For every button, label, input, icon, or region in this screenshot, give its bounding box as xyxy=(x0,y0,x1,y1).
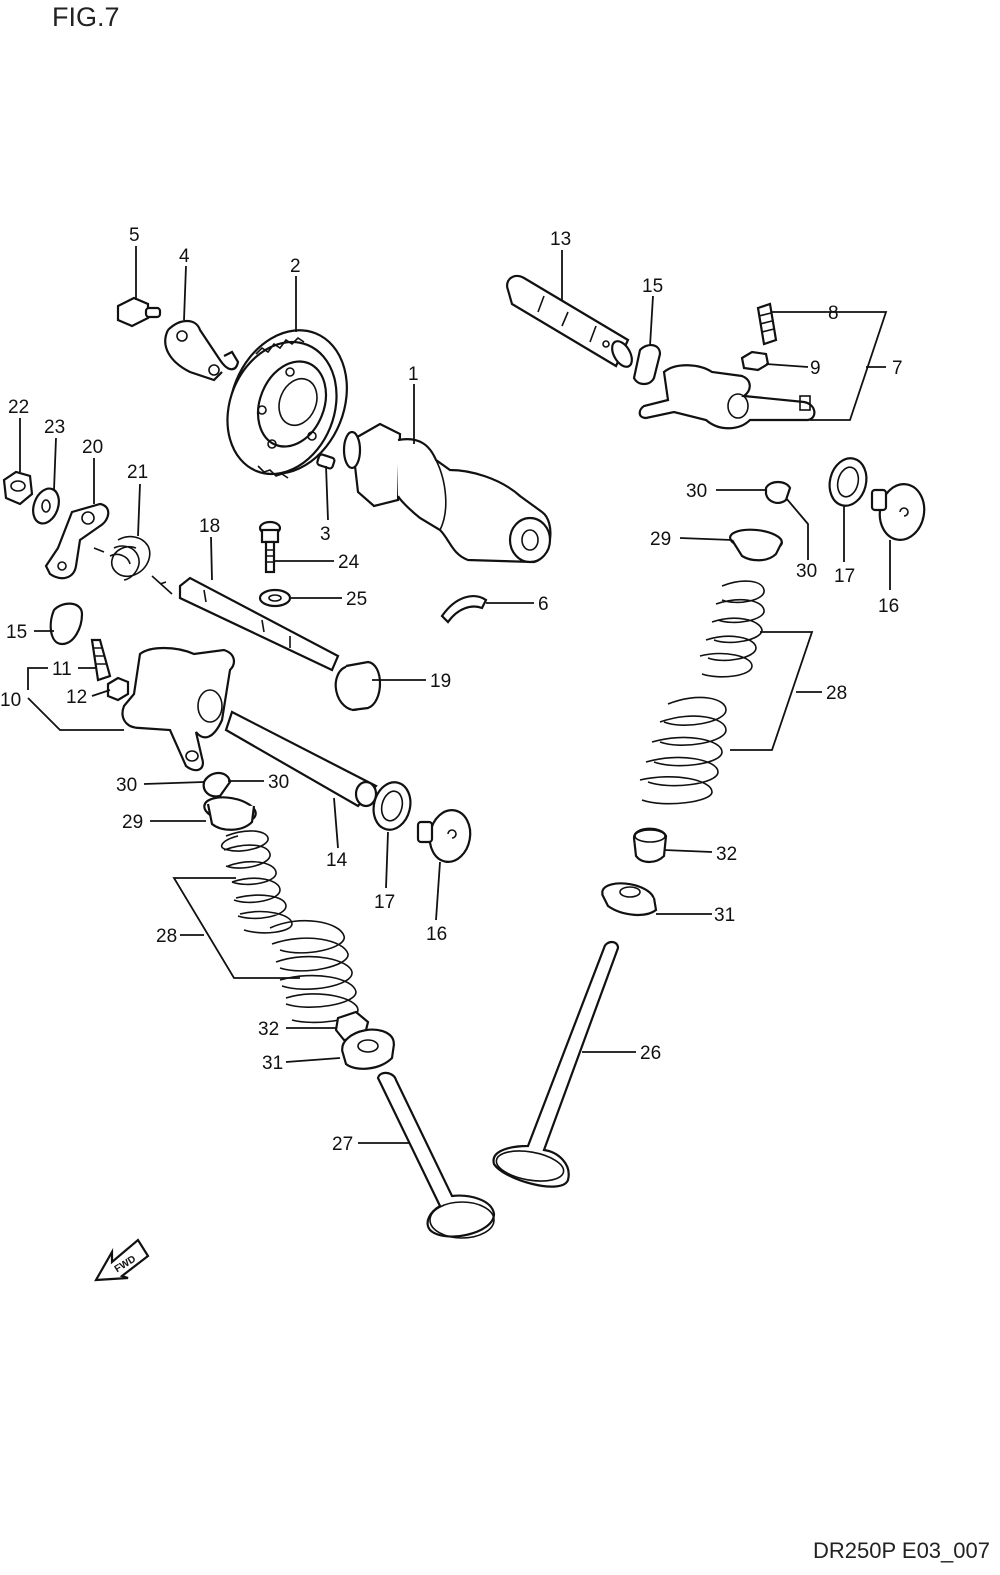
part-18-rocker-shaft xyxy=(178,576,340,672)
callout-17-left: 17 xyxy=(374,892,395,913)
part-25-washer xyxy=(258,588,292,608)
callout-30-d: 30 xyxy=(796,561,817,582)
part-14-tube xyxy=(224,710,378,808)
part-26-valve-right xyxy=(492,940,620,1188)
drawing-code: DR250P E03_007 xyxy=(813,1538,990,1563)
part-11-adjuster-screw xyxy=(90,638,112,682)
callout-30-b: 30 xyxy=(268,772,289,793)
callout-30-a: 30 xyxy=(116,775,137,796)
callout-16-left: 16 xyxy=(426,924,447,945)
callout-1: 1 xyxy=(408,364,419,385)
callout-14: 14 xyxy=(326,850,348,871)
callout-7: 7 xyxy=(892,358,903,379)
callout-32-left: 32 xyxy=(258,1019,279,1040)
part-8-adjuster-screw xyxy=(756,302,778,346)
part-15-shim-left xyxy=(49,602,84,646)
callout-18: 18 xyxy=(199,516,220,537)
part-30-cotters-left xyxy=(202,771,232,798)
part-13-rocker-shaft-right xyxy=(506,274,633,368)
callout-32-right: 32 xyxy=(716,844,737,865)
part-2-cam-sprocket xyxy=(226,329,348,479)
part-28-valve-springs-left xyxy=(220,830,359,1024)
part-6-clip xyxy=(440,595,488,624)
callout-16-right: 16 xyxy=(878,596,899,617)
part-7-rocker-arm-right xyxy=(638,364,816,430)
callout-22: 22 xyxy=(8,397,29,418)
part-3-key xyxy=(316,453,336,470)
callout-12: 12 xyxy=(66,687,87,708)
callout-10: 10 xyxy=(0,690,21,711)
part-31-spring-seat-left xyxy=(340,1028,396,1070)
part-17-seal-ring-right xyxy=(828,457,868,507)
part-15-shim-right xyxy=(632,344,662,386)
part-23-washer xyxy=(32,487,60,525)
callout-28-right: 28 xyxy=(826,683,847,704)
part-16-cap-right xyxy=(870,483,926,541)
callout-labels: 5 4 2 1 3 6 13 15 8 9 7 22 23 20 21 18 2… xyxy=(0,225,903,1155)
part-31-spring-seat-right xyxy=(601,882,658,916)
part-9-nut xyxy=(740,350,770,372)
callout-11: 11 xyxy=(52,659,72,680)
fwd-arrow-icon: FWD xyxy=(94,1238,150,1282)
part-29-retainer-right xyxy=(729,528,783,562)
leader-lines xyxy=(19,246,891,1144)
callout-29-right: 29 xyxy=(650,529,671,550)
callout-28-left: 28 xyxy=(156,926,177,947)
callout-13: 13 xyxy=(550,229,571,250)
part-30-cotters-right xyxy=(764,480,792,504)
callout-17-right: 17 xyxy=(834,566,855,587)
part-12-nut xyxy=(106,676,130,702)
callout-31-left: 31 xyxy=(262,1053,283,1074)
part-19-seal xyxy=(334,660,381,712)
part-32-seal-right xyxy=(632,827,668,864)
callout-4: 4 xyxy=(179,246,190,267)
callout-20: 20 xyxy=(82,437,103,458)
callout-9: 9 xyxy=(810,358,821,379)
callout-2: 2 xyxy=(290,256,301,277)
part-10-rocker-arm-left xyxy=(121,646,236,772)
callout-21: 21 xyxy=(127,462,148,483)
part-27-valve-left xyxy=(376,1071,496,1239)
callout-25: 25 xyxy=(346,589,367,610)
callout-29-left: 29 xyxy=(122,812,143,833)
callout-24: 24 xyxy=(338,552,360,573)
part-5-bolt xyxy=(116,296,162,328)
callout-27: 27 xyxy=(332,1134,353,1155)
part-16-cap-left xyxy=(416,809,472,863)
part-4-bracket xyxy=(164,319,240,382)
callout-3: 3 xyxy=(320,524,331,545)
callout-15-left: 15 xyxy=(6,622,27,643)
callout-23: 23 xyxy=(44,417,65,438)
callout-31-right: 31 xyxy=(714,905,735,926)
part-21-spring xyxy=(93,535,173,595)
callout-30-c: 30 xyxy=(686,481,707,502)
callout-8: 8 xyxy=(828,303,839,324)
callout-15-right: 15 xyxy=(642,276,663,297)
part-29-retainer-left xyxy=(203,796,257,831)
callout-19: 19 xyxy=(430,671,451,692)
callout-26: 26 xyxy=(640,1043,661,1064)
part-20-lever xyxy=(44,502,110,580)
callout-5: 5 xyxy=(129,225,140,246)
figure-title: FIG.7 xyxy=(52,2,120,32)
part-22-nut xyxy=(2,470,34,506)
part-24-bolt xyxy=(258,520,282,574)
part-1-camshaft xyxy=(342,422,552,564)
part-28-valve-springs-right xyxy=(639,580,765,805)
part-17-seal-ring-left xyxy=(372,781,412,831)
callout-6: 6 xyxy=(538,594,549,615)
